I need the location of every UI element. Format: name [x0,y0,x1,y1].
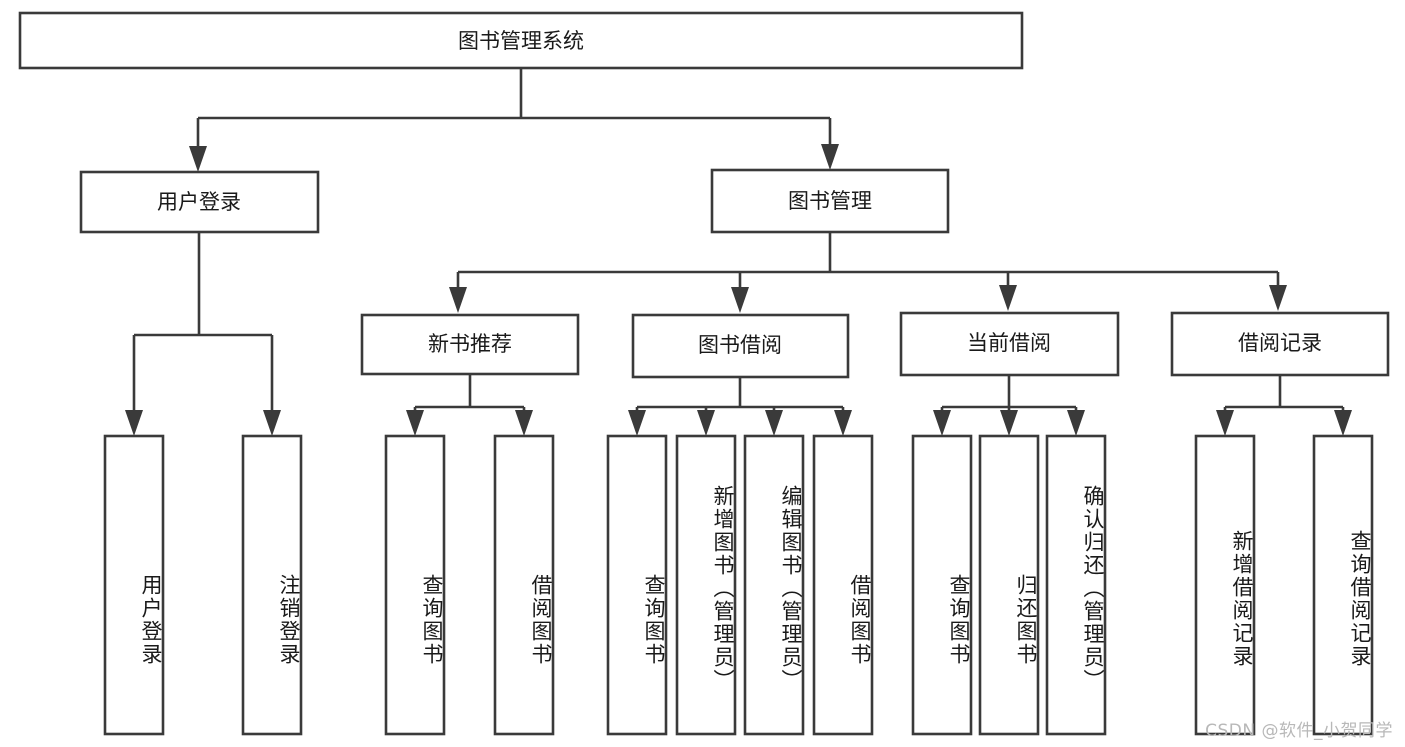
node-new-book-rec-box[interactable] [360,313,580,376]
node-leaf-query-book-1-box[interactable] [384,434,446,736]
node-borrow-record-box[interactable] [1170,311,1390,377]
arrow-leaf-logout [263,410,281,436]
node-borrow-record[interactable]: 借阅记录 [1170,311,1390,377]
node-layer: 图书管理系统 用户登录 图书管理 新书推荐 图书借阅 [18,11,1390,736]
node-leaf-borrow-book-2-box[interactable] [812,434,874,736]
arrow-current-borrow [999,285,1017,311]
node-leaf-query-record-box[interactable] [1312,434,1374,736]
node-new-book-rec-label: 新书推荐 [428,332,512,356]
arrow-leaf-confirm-return [1067,410,1085,436]
node-leaf-return-book-box[interactable] [978,434,1040,736]
node-leaf-edit-book-admin-box[interactable] [743,434,805,736]
node-leaf-borrow-book-1-box[interactable] [493,434,555,736]
node-leaf-add-book-admin-box[interactable] [675,434,737,736]
node-current-borrow-label: 当前借阅 [967,331,1051,355]
node-leaf-query-book-2-box[interactable] [606,434,668,736]
arrow-new-book-rec [449,287,467,313]
node-book-borrow-label: 图书借阅 [698,333,782,357]
node-new-book-rec[interactable]: 新书推荐 [360,313,580,376]
node-leaf-query-book-3-box[interactable] [911,434,973,736]
arrow-to-book-manage [821,144,839,170]
node-leaf-confirm-return-box[interactable] [1045,434,1107,736]
node-borrow-record-label: 借阅记录 [1238,331,1322,355]
arrow-leaf-query-book-2 [628,410,646,436]
arrow-leaf-add-book-admin [697,410,715,436]
node-root-label: 图书管理系统 [458,29,584,53]
arrow-leaf-borrow-book-1 [515,410,533,436]
arrow-borrow-record [1269,285,1287,311]
node-leaf-user-login-box[interactable] [103,434,165,736]
node-user-login-box[interactable] [79,170,320,234]
node-leaf-logout-box[interactable] [241,434,303,736]
node-user-login[interactable]: 用户登录 [79,170,320,234]
arrow-leaf-query-record [1334,410,1352,436]
node-book-borrow-box[interactable] [631,313,850,379]
arrow-to-user-login [189,146,207,172]
node-book-manage[interactable]: 图书管理 [710,168,950,234]
watermark-text: CSDN @软件_小贺同学 [1205,721,1393,741]
arrow-leaf-query-book-3 [933,410,951,436]
arrow-leaf-edit-book-admin [765,410,783,436]
arrow-leaf-return-book [1000,410,1018,436]
connector-layer [125,68,1352,436]
arrow-leaf-borrow-book-2 [834,410,852,436]
node-root[interactable]: 图书管理系统 [18,11,1024,70]
node-root-box[interactable] [18,11,1024,70]
node-book-manage-box[interactable] [710,168,950,234]
node-current-borrow[interactable]: 当前借阅 [899,311,1120,377]
arrow-leaf-add-record [1216,410,1234,436]
arrow-leaf-user-login [125,410,143,436]
node-leaf-add-record-box[interactable] [1194,434,1256,736]
arrow-book-borrow [731,287,749,313]
arrow-leaf-query-book-1 [406,410,424,436]
node-user-login-label: 用户登录 [157,190,241,214]
node-book-manage-label: 图书管理 [788,189,872,213]
node-current-borrow-box[interactable] [899,311,1120,377]
node-book-borrow[interactable]: 图书借阅 [631,313,850,379]
